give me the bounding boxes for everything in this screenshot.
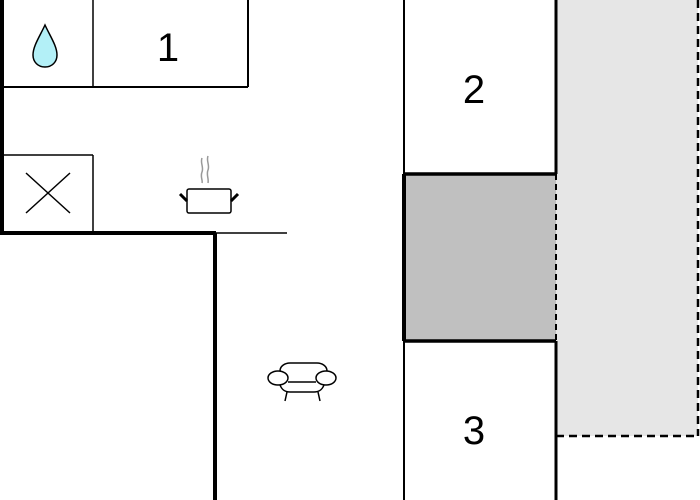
room-3-label: 3 <box>463 409 485 453</box>
cooking-pot-icon <box>178 155 240 214</box>
cross-box-icon <box>4 154 94 232</box>
armchair-icon <box>267 362 337 402</box>
room-2: 2 <box>403 0 558 174</box>
stair-block <box>402 172 557 343</box>
room-3: 3 <box>403 341 558 500</box>
terrace-area <box>556 0 700 438</box>
room-1: 1 <box>4 0 249 88</box>
water-drop-icon <box>32 23 58 68</box>
room-1-label: 1 <box>157 26 179 70</box>
room-2-label: 2 <box>463 68 485 112</box>
